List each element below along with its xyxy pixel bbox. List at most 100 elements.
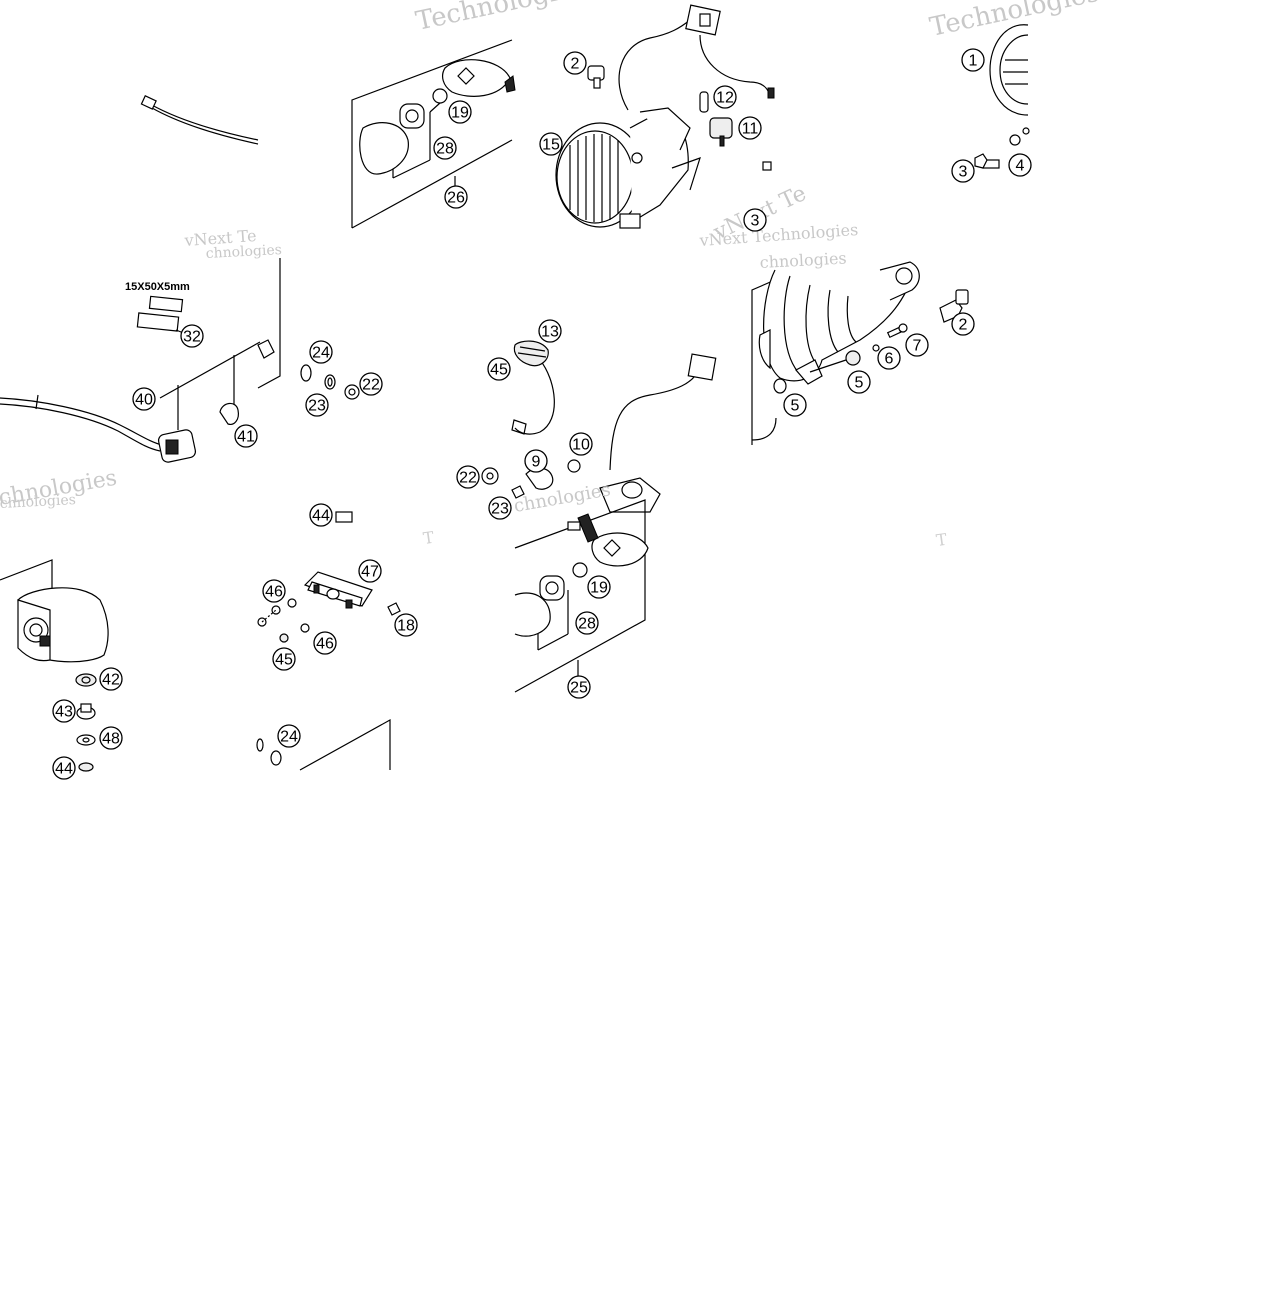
- callout-c18: 18: [394, 613, 418, 637]
- callout-circle: [951, 159, 975, 183]
- callout-circle: [132, 387, 156, 411]
- callout-c4: 4: [1008, 153, 1032, 177]
- callout-c1: 1: [961, 48, 985, 72]
- callout-c40: 40: [132, 387, 156, 411]
- callout-number: 3: [751, 213, 760, 230]
- callout-c44b: 44: [309, 503, 333, 527]
- watermark-fragment: chnologies: [205, 242, 282, 262]
- callout-circle: [905, 333, 929, 357]
- tile-headlight-15: vNext Technologies vNext Te: [555, 4, 859, 250]
- callout-circle: [272, 647, 296, 671]
- callout-c12: 12: [713, 85, 737, 109]
- callout-circle: [309, 340, 333, 364]
- watermark-fragment: Technologies: [413, 0, 588, 37]
- callout-circle: [487, 357, 511, 381]
- tile-wire-end: vNext Te: [140, 95, 259, 250]
- callout-circle: [1008, 153, 1032, 177]
- callout-c28b: 28: [575, 611, 599, 635]
- callout-circle: [99, 667, 123, 691]
- callout-circle: [309, 503, 333, 527]
- watermark-fragment: T: [422, 528, 436, 548]
- callout-number: 7: [913, 338, 922, 355]
- callout-number: 46: [316, 636, 334, 653]
- callout-c3b: 3: [951, 159, 975, 183]
- callout-circle: [563, 51, 587, 75]
- callout-number: 6: [885, 351, 894, 368]
- callout-circle: [743, 208, 767, 232]
- callout-c41: 41: [234, 424, 258, 448]
- callout-c10: 10: [569, 432, 593, 456]
- callout-number: 22: [459, 470, 477, 487]
- callout-c9: 9: [524, 449, 548, 473]
- watermark-fragment: chnologies: [0, 492, 76, 512]
- callout-c15: 15: [539, 132, 563, 156]
- callout-circle: [262, 579, 286, 603]
- callout-number: 2: [959, 317, 968, 334]
- callout-circle: [277, 724, 301, 748]
- callout-number: 23: [308, 398, 326, 415]
- callout-circle: [444, 185, 468, 209]
- watermark-fragment: T: [935, 530, 949, 550]
- callout-circle: [180, 324, 204, 348]
- watermark-fragment: chnologies: [512, 479, 612, 517]
- callout-circle: [587, 575, 611, 599]
- callout-c11: 11: [738, 116, 762, 140]
- callout-number: 47: [361, 564, 379, 581]
- callout-circle: [713, 85, 737, 109]
- callout-c46b: 46: [313, 631, 337, 655]
- callout-number: 44: [55, 761, 73, 778]
- callout-number: 42: [102, 672, 120, 689]
- callout-circle: [575, 611, 599, 635]
- callout-number: 44: [312, 508, 330, 525]
- callout-circle: [99, 726, 123, 750]
- tile-headlight-side: chnologies: [751, 248, 969, 445]
- callout-c22a: 22: [359, 372, 383, 396]
- callout-circle: [539, 132, 563, 156]
- tile-fasteners: [300, 364, 360, 400]
- callout-number: 10: [572, 437, 590, 454]
- callout-c23b: 23: [488, 496, 512, 520]
- callout-number: 15: [542, 137, 560, 154]
- callout-c47: 47: [358, 559, 382, 583]
- callout-circle: [52, 699, 76, 723]
- tile-turn-signal-25: [514, 499, 649, 693]
- callout-circle: [488, 496, 512, 520]
- callout-circle: [567, 675, 591, 699]
- callout-number: 19: [590, 580, 608, 597]
- callout-c6: 6: [877, 346, 901, 370]
- callout-number: 11: [742, 121, 759, 138]
- callout-c43: 43: [52, 699, 76, 723]
- callout-circle: [961, 48, 985, 72]
- callout-number: 12: [716, 90, 734, 107]
- callout-c28a: 28: [433, 136, 457, 160]
- callout-number: 4: [1016, 158, 1025, 175]
- callout-c48: 48: [99, 726, 123, 750]
- callout-c19a: 19: [448, 100, 472, 124]
- callout-number: 45: [275, 652, 293, 669]
- callout-number: 32: [183, 329, 201, 346]
- callout-c2b: 2: [951, 312, 975, 336]
- callout-circle: [433, 136, 457, 160]
- callout-circle: [359, 372, 383, 396]
- callout-number: 2: [571, 56, 580, 73]
- callout-circle: [313, 631, 337, 655]
- callout-c24b: 24: [277, 724, 301, 748]
- callout-c26: 26: [444, 185, 468, 209]
- callout-circle: [847, 370, 871, 394]
- callout-c23a: 23: [305, 393, 329, 417]
- callout-number: 5: [791, 398, 800, 415]
- callout-number: 24: [312, 345, 330, 362]
- callout-number: 46: [265, 584, 283, 601]
- callout-circle: [456, 465, 480, 489]
- callout-number: 26: [447, 190, 465, 207]
- callout-number: 18: [397, 618, 415, 635]
- callout-c32: 32: [180, 324, 204, 348]
- watermark-fragment: chnologies: [759, 248, 847, 272]
- callout-number: 45: [490, 362, 508, 379]
- callout-c19b: 19: [587, 575, 611, 599]
- callout-number: 24: [280, 729, 298, 746]
- callout-number: 48: [102, 731, 120, 748]
- callout-c44a: 44: [52, 756, 76, 780]
- callout-c42: 42: [99, 667, 123, 691]
